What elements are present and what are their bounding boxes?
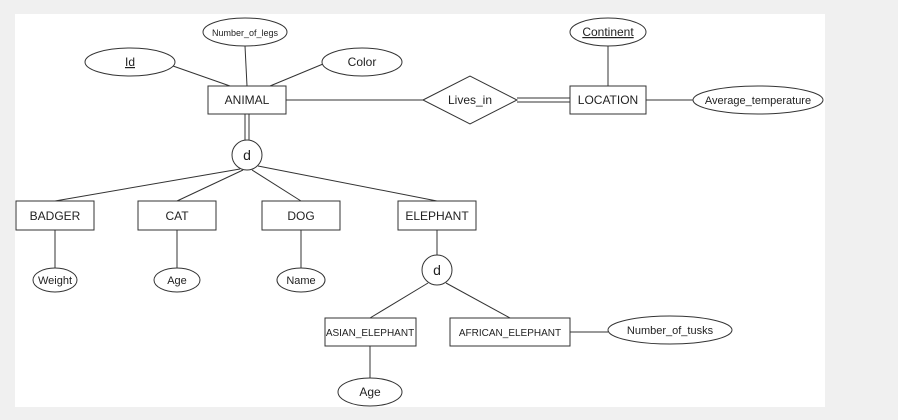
entity-elephant (397, 200, 477, 231)
label-number-of-legs: Number_of_legs (212, 28, 279, 38)
edge-d-cat (176, 169, 244, 202)
entity-african-elephant (449, 317, 571, 347)
attr-color (321, 47, 403, 77)
attr-weight (32, 267, 78, 293)
edge-d-dog (251, 169, 302, 202)
relationship-lives-in (421, 75, 519, 125)
edge-legs-animal (244, 45, 248, 87)
attr-continent (569, 17, 647, 47)
entity-asian-elephant (324, 317, 417, 347)
entity-animal (207, 85, 287, 115)
label-id: Id (125, 55, 135, 69)
entity-badger (15, 200, 95, 231)
label-badger: BADGER (30, 209, 81, 223)
label-asian-elephant: ASIAN_ELEPHANT (326, 328, 414, 339)
edge-color-animal (269, 63, 324, 87)
label-animal: ANIMAL (225, 93, 270, 107)
label-elephant: ELEPHANT (405, 209, 469, 223)
label-name: Name (286, 275, 315, 287)
attr-cat-age (153, 267, 201, 293)
label-cat: CAT (165, 209, 189, 223)
label-continent: Continent (582, 25, 634, 39)
edge-id-animal (172, 65, 231, 87)
attr-average-temperature (692, 85, 824, 115)
label-number-of-tusks: Number_of_tusks (627, 325, 714, 337)
attr-id (84, 47, 176, 77)
label-disjoint-animal: d (243, 147, 251, 163)
entity-dog (261, 200, 341, 231)
attr-asian-age (337, 377, 403, 407)
entity-location (569, 85, 647, 115)
label-color: Color (348, 55, 377, 69)
edge-d-elephant (257, 165, 438, 202)
label-weight: Weight (38, 275, 72, 287)
label-disjoint-elephant: d (433, 262, 441, 278)
attr-number-of-tusks (607, 315, 733, 345)
edge-d-african (445, 282, 511, 319)
entity-cat (137, 200, 217, 231)
label-lives-in: Lives_in (448, 93, 492, 107)
label-asian-age: Age (359, 385, 381, 399)
label-cat-age: Age (167, 275, 187, 287)
disjoint-circle-elephant (421, 254, 453, 286)
label-african-elephant: AFRICAN_ELEPHANT (459, 328, 561, 339)
edge-d-asian (369, 282, 429, 319)
edge-d-badger (54, 168, 241, 202)
label-average-temperature: Average_temperature (705, 95, 811, 107)
attr-number-of-legs (202, 17, 288, 47)
attr-name (276, 267, 326, 293)
disjoint-circle-animal (231, 139, 263, 171)
label-location: LOCATION (578, 93, 638, 107)
label-dog: DOG (287, 209, 314, 223)
